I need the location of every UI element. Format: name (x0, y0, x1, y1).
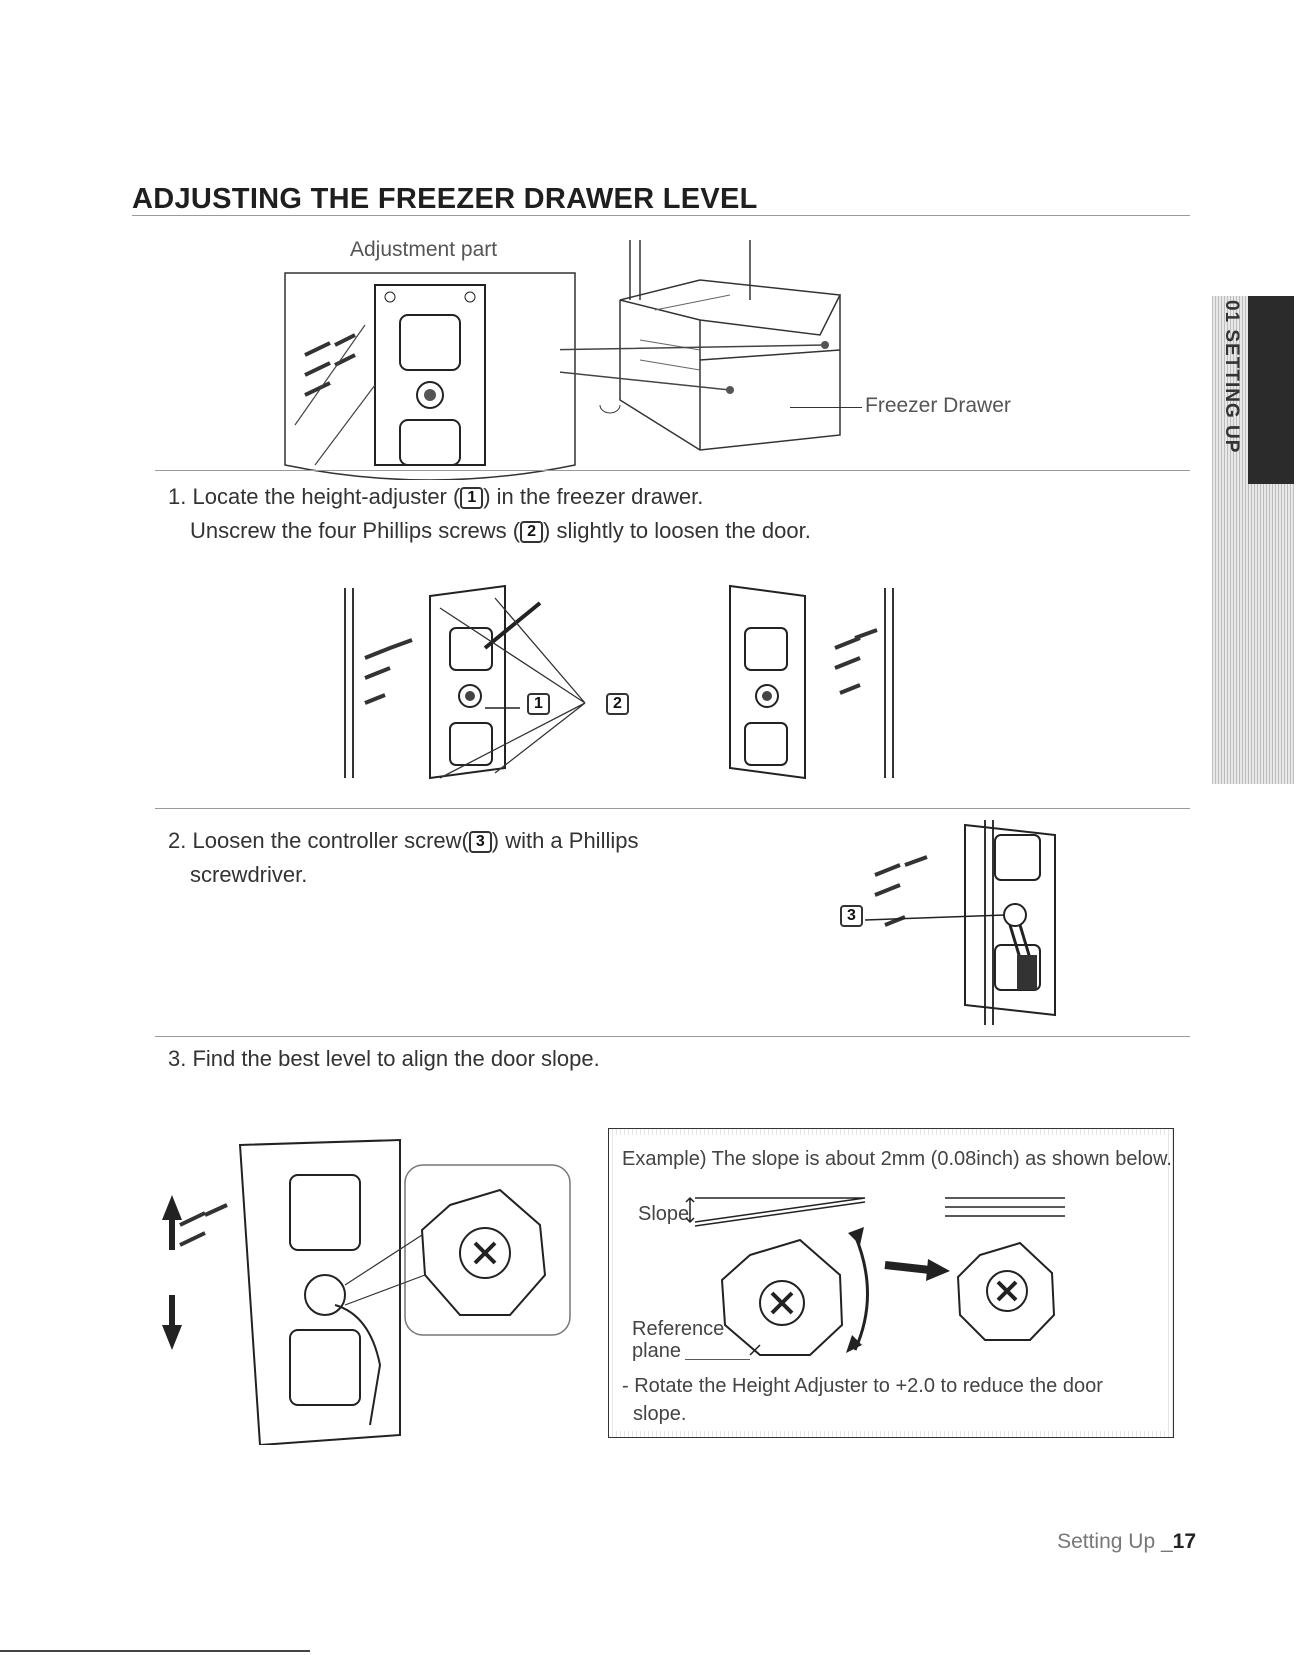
page-footer: Setting Up _17 (1057, 1530, 1196, 1554)
callout-1: 1 (527, 693, 550, 715)
callout-2: 2 (606, 693, 629, 715)
section-side-tab-label: 01 SETTING UP (1218, 300, 1242, 480)
figure-adjustment-part (275, 265, 585, 480)
example-note-2: slope. (633, 1403, 686, 1426)
callout-badge-2: 2 (520, 521, 543, 543)
figure-rotate-adjuster (160, 1135, 580, 1445)
figure-controller-screw (865, 815, 1085, 1030)
step-1-text-a: Locate the height-adjuster ( (192, 484, 460, 509)
callout-badge-1: 1 (460, 487, 483, 509)
bottom-rule (0, 1650, 310, 1652)
step-2-text-b: ) with a Phillips (492, 828, 639, 853)
step-2-text-a: Loosen the controller screw( (192, 828, 468, 853)
figure-right-adjuster (715, 578, 915, 788)
freezer-drawer-leader (790, 407, 862, 408)
freezer-drawer-label: Freezer Drawer (865, 394, 1011, 418)
step-3-text: Find the best level to align the door sl… (192, 1046, 599, 1071)
example-note-1: - Rotate the Height Adjuster to +2.0 to … (622, 1375, 1103, 1398)
figure-slope-diagram (680, 1195, 1080, 1360)
step-1-text-d: ) slightly to loosen the door. (543, 518, 811, 543)
section-rule-2 (155, 808, 1190, 809)
section-rule-1 (155, 470, 1190, 471)
step-2-text-c: screwdriver. (190, 862, 307, 887)
reference-label-1: Reference (632, 1318, 724, 1341)
step-1-text-c: Unscrew the four Phillips screws ( (190, 518, 520, 543)
step-1-text-b: ) in the freezer drawer. (483, 484, 703, 509)
callout-3: 3 (840, 905, 863, 927)
step-2-number: 2. (168, 828, 186, 853)
step-1-number: 1. (168, 484, 186, 509)
figure-left-adjuster (335, 578, 635, 788)
page-number: 17 (1173, 1530, 1196, 1553)
example-heading: Example) The slope is about 2mm (0.08inc… (622, 1148, 1172, 1171)
footer-section: Setting Up _ (1057, 1530, 1173, 1553)
section-rule-3 (155, 1036, 1190, 1037)
page-title: ADJUSTING THE FREEZER DRAWER LEVEL (132, 183, 758, 216)
adjustment-part-label: Adjustment part (350, 238, 497, 262)
step-1: 1. Locate the height-adjuster (1) in the… (168, 480, 811, 548)
section-side-tab-marker (1248, 296, 1294, 484)
title-rule (132, 215, 1190, 216)
step-3-number: 3. (168, 1046, 186, 1071)
figure-freezer-drawer (560, 240, 880, 480)
callout-badge-3: 3 (469, 831, 492, 853)
reference-label-2: plane (632, 1340, 681, 1363)
step-2: 2. Loosen the controller screw(3) with a… (168, 824, 638, 892)
step-3: 3. Find the best level to align the door… (168, 1042, 600, 1076)
